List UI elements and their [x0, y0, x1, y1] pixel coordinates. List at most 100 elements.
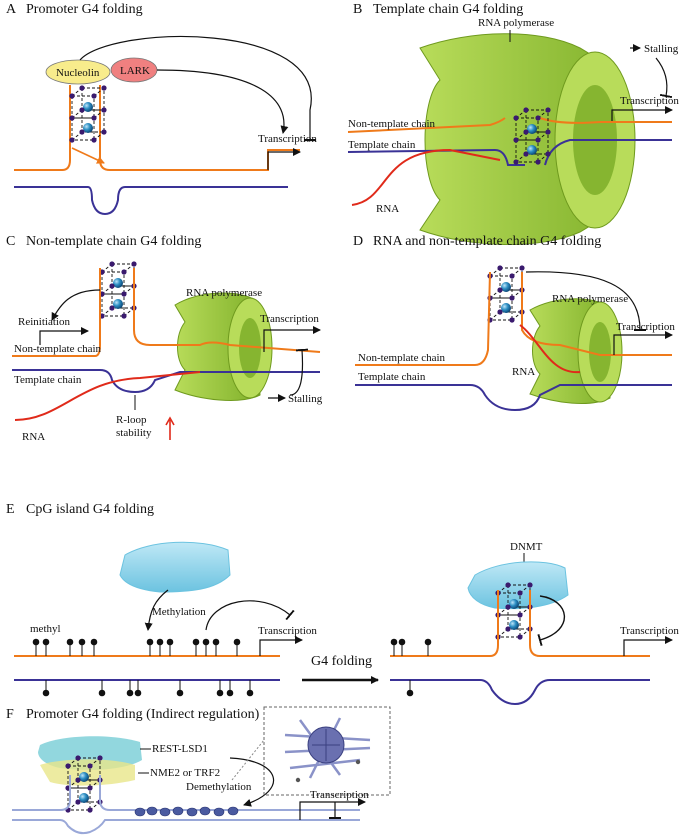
transcription-arrow-right [623, 636, 673, 656]
panel-f-letter: F [6, 707, 14, 722]
rna-label: RNA [512, 366, 535, 378]
non-template-strand [347, 117, 672, 133]
g4-loop-arrow-icon [71, 147, 105, 164]
transcription-arrow [299, 798, 366, 820]
faded-non-template-strand [12, 775, 360, 811]
lark-label: LARK [120, 65, 150, 77]
panel-e: E CpG island G4 folding Methylation meth… [6, 502, 679, 706]
rna-polymerase-channel [589, 322, 611, 382]
g4-quadruplex-icon [68, 84, 108, 144]
panel-a: A Promoter G4 folding Transcription Nucl… [6, 2, 317, 216]
lark-activate-arrow [156, 69, 289, 134]
rloop-label-2: stability [116, 427, 152, 439]
dnmt-label: DNMT [510, 541, 543, 553]
non-template-strand-right [390, 590, 650, 657]
transcription-label-right: Transcription [620, 625, 679, 637]
nucleosome-inset-icon [284, 717, 371, 783]
transcription-label-left: Transcription [258, 625, 317, 637]
transcription-arrow [611, 106, 673, 122]
nme2-trf2-label: NME2 or TRF2 [150, 767, 220, 779]
g4-quadruplex-icon [486, 264, 526, 324]
non-template-label: Non-template chain [14, 343, 102, 355]
nme2-trf2-protein [40, 759, 135, 786]
non-template-strand [12, 268, 321, 357]
inset-connector [231, 739, 265, 781]
nucleosome-inset-box [263, 706, 391, 796]
rloop-label-1: R-loop [116, 414, 147, 426]
panel-a-letter: A [6, 2, 17, 17]
stalling-inhibit-arrow [655, 57, 673, 99]
non-template-strand [355, 271, 672, 366]
rna-strand [14, 371, 201, 421]
template-label: Template chain [358, 371, 426, 383]
nucleosomes [134, 806, 239, 817]
template-strand [347, 139, 672, 166]
panel-e-letter: E [6, 502, 15, 517]
template-label: Template chain [14, 374, 82, 386]
increase-arrowhead-icon [165, 416, 175, 426]
panel-c-letter: C [6, 234, 15, 249]
nucleolin-inhibit-arrow [79, 35, 316, 141]
polymerase-label: RNA polymerase [552, 293, 628, 305]
panel-b: B Template chain G4 folding RNA polymera… [347, 2, 679, 246]
transcription-arrow [267, 148, 301, 170]
demethylation-arrow [229, 757, 275, 807]
rna-label: RNA [22, 431, 45, 443]
methyl-groups-bottom [42, 680, 254, 697]
transcription-label: Transcription [616, 321, 675, 333]
non-template-label: Non-template chain [358, 352, 446, 364]
nucleolin-label: Nucleolin [56, 67, 100, 79]
nucleolin-protein [45, 59, 111, 85]
non-template-strand [14, 85, 300, 171]
g4-quadruplex-icon [98, 260, 138, 320]
rna-strand [351, 148, 501, 206]
rna-polymerase-channel [239, 318, 261, 378]
transcription-label: Transcription [260, 313, 319, 325]
panel-f-title: Promoter G4 folding (Indirect regulation… [26, 707, 260, 722]
dnmt-inhibit-arrow [537, 595, 566, 647]
g4-folding-label: G4 folding [311, 654, 372, 669]
panel-d: D RNA and non-template chain G4 folding … [353, 234, 675, 412]
panel-c: C Non-template chain G4 folding RNA poly… [6, 234, 323, 443]
polymerase-label: RNA polymerase [186, 287, 262, 299]
template-strand [14, 186, 288, 216]
rna-label: RNA [376, 203, 399, 215]
faded-template-strand [12, 819, 360, 835]
methylation-arrow [144, 589, 169, 631]
dnmt-enzyme-shape [119, 541, 231, 593]
transcription-arrow [613, 331, 673, 355]
g4-inhibit-arrow [525, 271, 647, 332]
stalling-inhibit-arrow [289, 348, 309, 396]
panel-c-title: Non-template chain G4 folding [26, 234, 201, 249]
methylation-inhibit-arrow [205, 600, 295, 631]
template-strand [12, 369, 320, 394]
template-strand [355, 384, 672, 412]
methylation-label: Methylation [152, 606, 206, 618]
polymerase-label: RNA polymerase [478, 17, 554, 29]
transcription-label: Transcription [310, 789, 369, 801]
panel-b-letter: B [353, 2, 362, 17]
transcription-label: Transcription [620, 95, 679, 107]
stalling-label: Stalling [644, 43, 679, 55]
transcription-label: Transcription [258, 133, 317, 145]
transcription-arrow [263, 326, 321, 352]
methyl-groups-top [32, 638, 241, 656]
reinitiation-transcription-arrow [39, 327, 89, 345]
template-label: Template chain [348, 139, 416, 151]
rest-lsd1-label: REST-LSD1 [152, 743, 208, 755]
panel-a-title: Promoter G4 folding [26, 2, 143, 17]
panel-b-title: Template chain G4 folding [373, 2, 523, 17]
panel-d-letter: D [353, 234, 363, 249]
non-template-label: Non-template chain [348, 118, 436, 130]
reinitiation-arrow [51, 289, 101, 321]
methyl-groups-right [390, 638, 432, 697]
reinitiation-label: Reinitiation [18, 316, 70, 328]
demethylation-label: Demethylation [186, 781, 252, 793]
methyl-label: methyl [30, 623, 61, 635]
stalling-label: Stalling [288, 393, 323, 405]
panel-e-title: CpG island G4 folding [26, 502, 154, 517]
panel-f: F Promoter G4 folding (Indirect regulati… [6, 706, 391, 835]
panel-d-title: RNA and non-template chain G4 folding [373, 234, 601, 249]
transcription-arrow-left [259, 636, 303, 656]
